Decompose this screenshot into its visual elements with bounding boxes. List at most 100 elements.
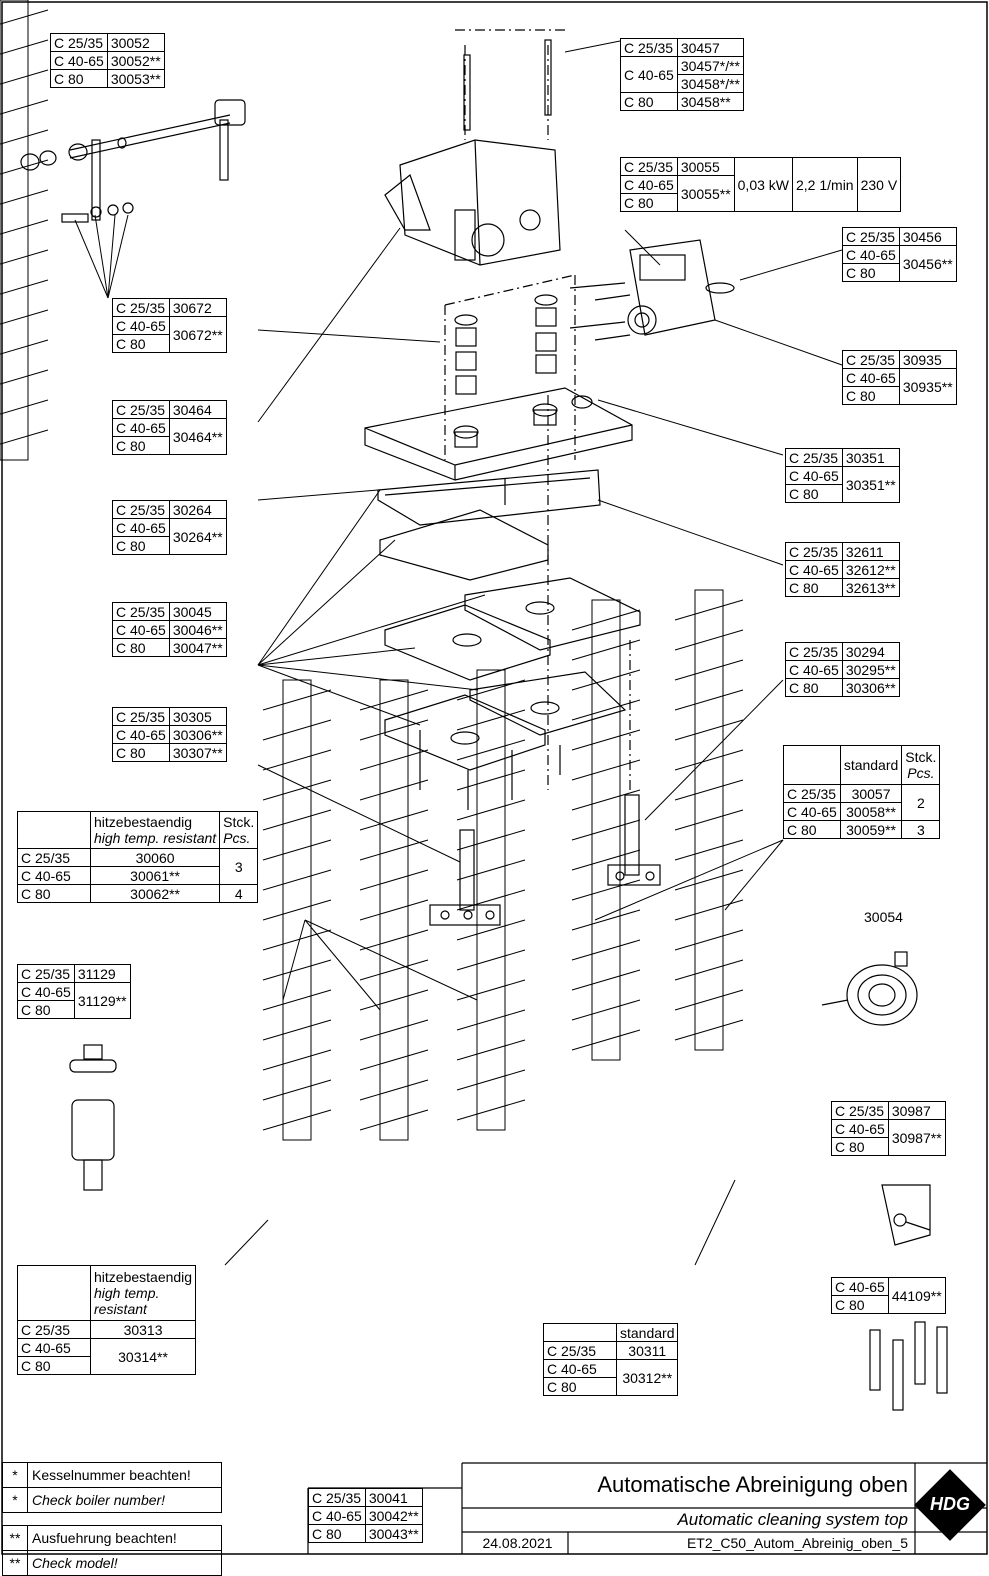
table-row: C 80 [112,334,227,353]
table-row: C 80 [785,484,900,503]
table-row: standard [543,1323,679,1342]
table-row: C 80 [831,1137,946,1156]
table-row: 30458*/** [621,74,744,93]
table-row: C 80 [543,1377,678,1396]
title-block-frame [307,1462,987,1554]
table-row: C 80 [17,1000,131,1019]
note-row: *Check boiler number! [2,1487,222,1513]
note-row: **Ausfuehrung beachten! [2,1525,222,1551]
table-row: C 80 [17,1356,196,1375]
hdg-logo-text: HDG [930,1494,970,1514]
bracket [881,1184,931,1246]
gearbox [384,139,561,266]
straps [869,1321,948,1411]
note-row: *Kesselnummer beachten! [2,1462,222,1488]
table-row: C 80 [842,263,957,282]
cable-ring [821,951,918,1026]
title-german: Automatische Abreinigung oben [597,1472,908,1497]
shaft-assembly [20,99,246,223]
bushings [454,294,558,395]
table-row: C 80 [620,193,901,212]
notes-legend: *Kesselnummer beachten! *Check boiler nu… [2,1462,222,1576]
part-label-30054: 30054 [864,909,903,925]
cover-plate [364,387,633,481]
holder-left [429,829,501,926]
title-english: Automatic cleaning system top [677,1510,908,1529]
table-row: C 80 [842,386,957,405]
motor [569,239,735,341]
hdg-logo [914,1469,986,1541]
table-row: C 80 [112,436,227,455]
drawing-number: ET2_C50_Autom_Abreinig_oben_5 [686,1535,908,1551]
note-row: **Check model! [2,1550,222,1576]
holder-right [607,794,661,886]
drawing-date: 24.08.2021 [482,1535,553,1551]
damper [69,1044,117,1191]
